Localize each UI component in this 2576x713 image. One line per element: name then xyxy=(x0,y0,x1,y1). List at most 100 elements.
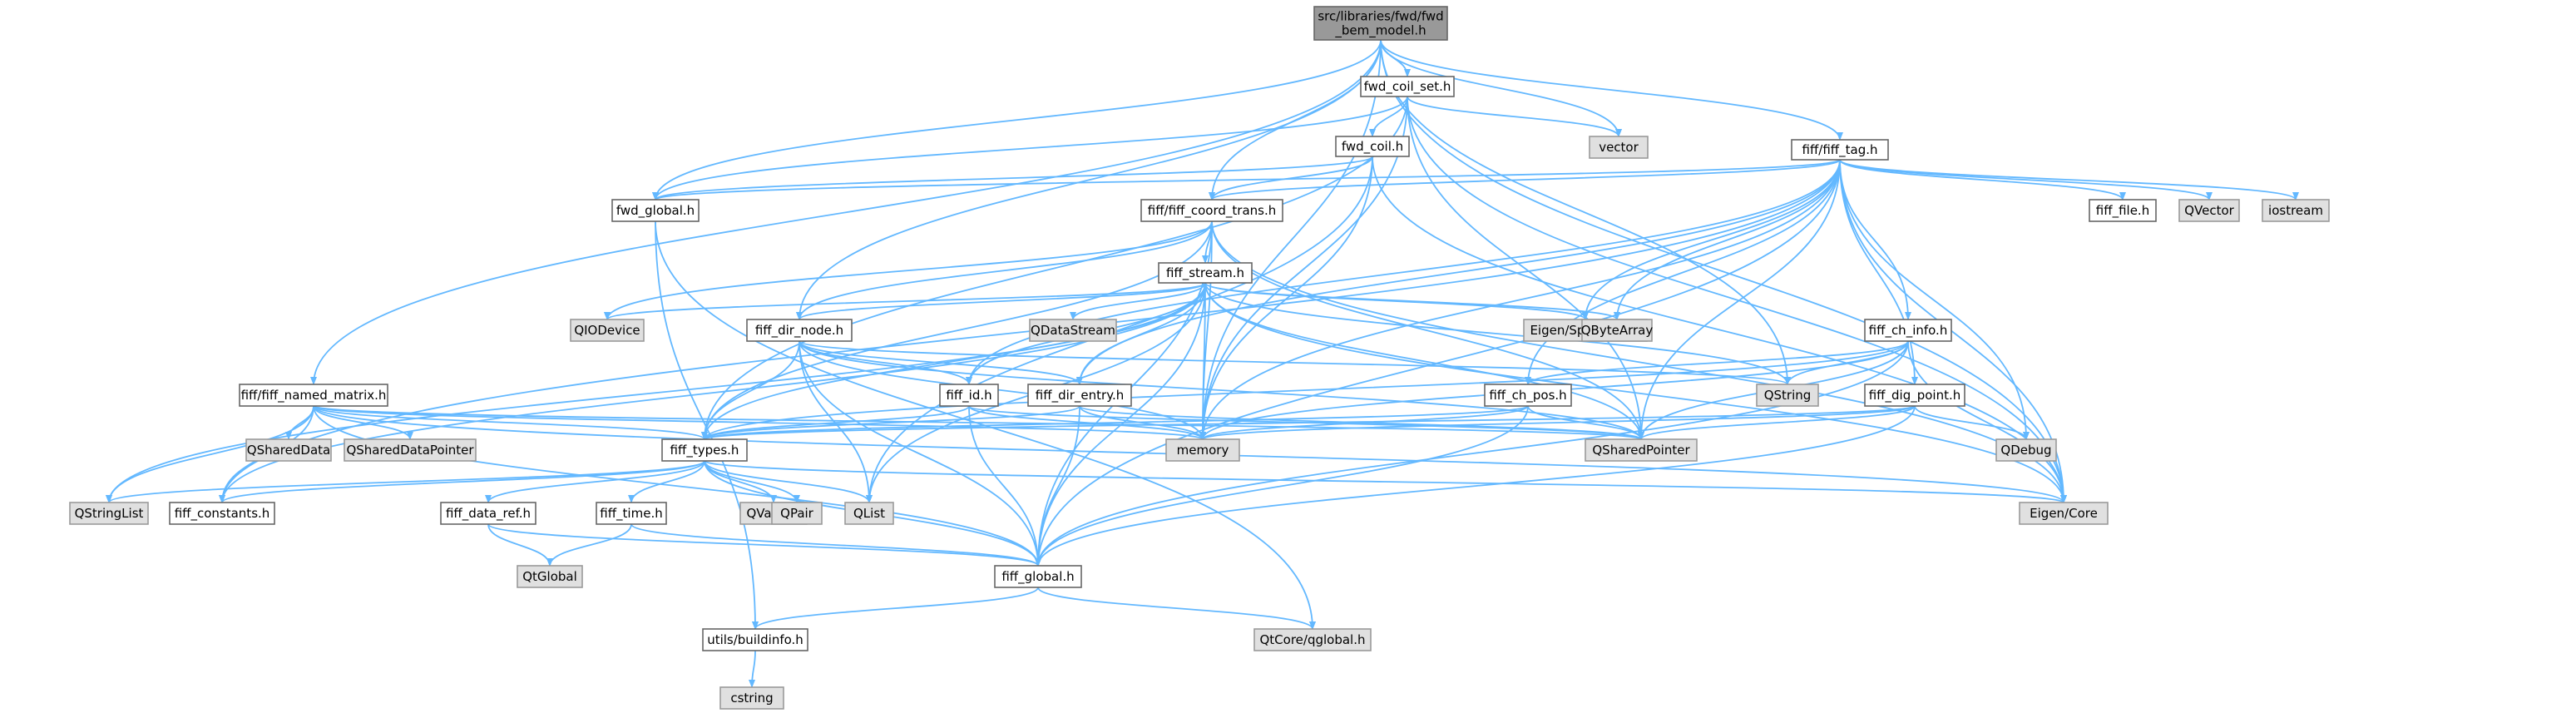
node-box xyxy=(1335,136,1410,157)
node-fiff-coord-trans[interactable]: fiff/fiff_coord_trans.h xyxy=(1140,199,1283,222)
edge-fiff_global-to-buildinfo xyxy=(752,587,1039,630)
node-box xyxy=(1158,262,1253,284)
node-fiff-constants[interactable]: fiff_constants.h xyxy=(169,502,275,525)
node-label: fiff_dir_node.h xyxy=(755,323,843,339)
node-box xyxy=(661,438,748,462)
node-box xyxy=(702,628,808,651)
node-label: QList xyxy=(853,506,885,521)
node-label: Eigen/Core xyxy=(2030,506,2098,521)
node-label: fwd_coil.h xyxy=(1342,139,1403,155)
node-box xyxy=(611,199,700,222)
edge-fiff_ch_info-to-fiff_ch_pos xyxy=(1525,340,1909,385)
node-box xyxy=(596,502,667,525)
node-memory: memory xyxy=(1165,438,1240,462)
node-fiff-tag[interactable]: fiff/fiff_tag.h xyxy=(1791,139,1889,161)
node-box xyxy=(1995,438,2057,462)
node-fiff-file[interactable]: fiff_file.h xyxy=(2089,199,2157,222)
edge-fiff_tag-to-fiff_ch_info xyxy=(1839,159,1911,320)
edge-fiff_tag-to-fiff_ch_pos xyxy=(1525,159,1841,385)
edge-fwd_coil_set-to-memory xyxy=(1199,96,1408,440)
edge-fiff_stream-to-qdatastream xyxy=(1070,282,1206,320)
node-fiff-stream[interactable]: fiff_stream.h xyxy=(1158,262,1253,284)
node-fwd-global[interactable]: fwd_global.h xyxy=(611,199,700,222)
node-buildinfo[interactable]: utils/buildinfo.h xyxy=(702,628,808,651)
node-fiff-types[interactable]: fiff_types.h xyxy=(661,438,748,462)
node-fiff-data-ref[interactable]: fiff_data_ref.h xyxy=(440,502,536,525)
edge-fiff_time-to-qtglobal xyxy=(546,523,632,567)
node-box xyxy=(939,384,999,407)
edge-fiff_dir_entry-to-fiff_global xyxy=(1035,405,1080,567)
node-label: fwd_coil_set.h xyxy=(1364,79,1451,95)
node-label: QDebug xyxy=(2000,443,2051,458)
node-box xyxy=(746,319,853,342)
node-qtglobal: QtGlobal xyxy=(517,565,583,588)
node-box xyxy=(1756,384,1819,407)
node-label: src/libraries/fwd/fwd xyxy=(1318,9,1443,24)
node-box xyxy=(2019,502,2109,525)
node-label: QSharedPointer xyxy=(1592,443,1690,458)
edge-fiff_named_matrix-to-memory xyxy=(313,405,1206,440)
node-box xyxy=(1029,319,1117,342)
node-label: fiff_constants.h xyxy=(175,506,270,522)
edge-root-to-vector xyxy=(1380,39,1622,137)
edge-fiff_tag-to-qvector xyxy=(1839,159,2213,201)
node-fiff-time[interactable]: fiff_time.h xyxy=(596,502,667,525)
edge-fiff_global-to-qglobal xyxy=(1037,587,1316,630)
edge-fwd_coil-to-memory xyxy=(1199,156,1373,440)
edge-fiff_stream-to-fiff_dir_node xyxy=(796,282,1206,320)
node-box xyxy=(2089,199,2157,222)
edge-fiff_named_matrix-to-fiff_global xyxy=(313,405,1041,567)
node-label: fiff_stream.h xyxy=(1166,265,1244,281)
node-box xyxy=(1360,76,1455,97)
edge-buildinfo-to-cstring xyxy=(749,650,756,688)
edge-fiff_dig_point-to-memory xyxy=(1199,405,1916,440)
node-label: QByteArray xyxy=(1581,323,1654,338)
edge-fiff_tag-to-fiff_global xyxy=(1035,159,1841,567)
node-fiff-named-matrix[interactable]: fiff/fiff_named_matrix.h xyxy=(239,384,388,407)
edge-fiff_id-to-fiff_types xyxy=(701,405,970,440)
edge-fiff_coord_trans-to-qiodevice xyxy=(604,220,1213,320)
node-box xyxy=(1253,628,1372,651)
node-fiff-dir-entry[interactable]: fiff_dir_entry.h xyxy=(1027,384,1132,407)
node-fiff-ch-info[interactable]: fiff_ch_info.h xyxy=(1864,319,1952,342)
node-fiff-global[interactable]: fiff_global.h xyxy=(994,565,1082,588)
node-label: fiff/fiff_tag.h xyxy=(1802,142,1878,158)
node-layer: src/libraries/fwd/fwd_bem_model.hfwd_coi… xyxy=(69,6,2330,710)
edge-fiff_stream-to-qsharedpointer xyxy=(1204,282,1644,440)
node-qglobal: QtCore/qglobal.h xyxy=(1253,628,1372,651)
node-label: fiff/fiff_coord_trans.h xyxy=(1148,203,1276,219)
edge-fiff_coord_trans-to-fiff_dir_node xyxy=(796,220,1213,320)
node-qshareddatapointer: QSharedDataPointer xyxy=(344,438,477,462)
node-fwd-coil-set[interactable]: fwd_coil_set.h xyxy=(1360,76,1455,97)
node-qbytearray: QByteArray xyxy=(1581,319,1654,342)
node-fwd-coil[interactable]: fwd_coil.h xyxy=(1335,136,1410,157)
node-qdebug: QDebug xyxy=(1995,438,2057,462)
node-qsharedpointer: QSharedPointer xyxy=(1585,438,1698,462)
node-qlist: QList xyxy=(844,502,894,525)
edge-fiff_data_ref-to-qtglobal xyxy=(487,523,553,567)
node-box xyxy=(169,502,275,525)
node-box xyxy=(2178,199,2240,222)
edge-fwd_global-to-buildinfo xyxy=(655,220,759,630)
node-label: vector xyxy=(1599,140,1639,155)
edge-root-to-fiff_tag xyxy=(1380,39,1843,141)
node-fiff-ch-pos[interactable]: fiff_ch_pos.h xyxy=(1484,384,1572,407)
node-box xyxy=(570,319,645,342)
edge-fwd_coil_set-to-fiff_types xyxy=(701,96,1408,440)
node-label: QSharedData xyxy=(247,443,330,458)
edge-fiff_dir_node-to-qstring xyxy=(799,340,1791,385)
node-fiff-dig-point[interactable]: fiff_dig_point.h xyxy=(1864,384,1965,407)
edge-fiff_named_matrix-to-qshareddatapointer xyxy=(313,405,413,440)
node-box xyxy=(344,438,477,462)
edge-fiff_named_matrix-to-fiff_types xyxy=(313,405,708,440)
edge-fwd_coil-to-qlist xyxy=(866,156,1373,503)
node-fiff-id[interactable]: fiff_id.h xyxy=(939,384,999,407)
edge-fiff_stream-to-fiff_dir_entry xyxy=(1076,282,1206,385)
edge-fiff_tag-to-fwd_global xyxy=(652,159,1841,201)
node-fiff-dir-node[interactable]: fiff_dir_node.h xyxy=(746,319,853,342)
node-label: QPair xyxy=(780,506,814,521)
node-box xyxy=(844,502,894,525)
edge-fiff_dig_point-to-fiff_types xyxy=(701,405,1916,440)
edge-fiff_dir_node-to-fiff_dir_entry xyxy=(799,340,1083,385)
node-vector: vector xyxy=(1589,136,1649,159)
